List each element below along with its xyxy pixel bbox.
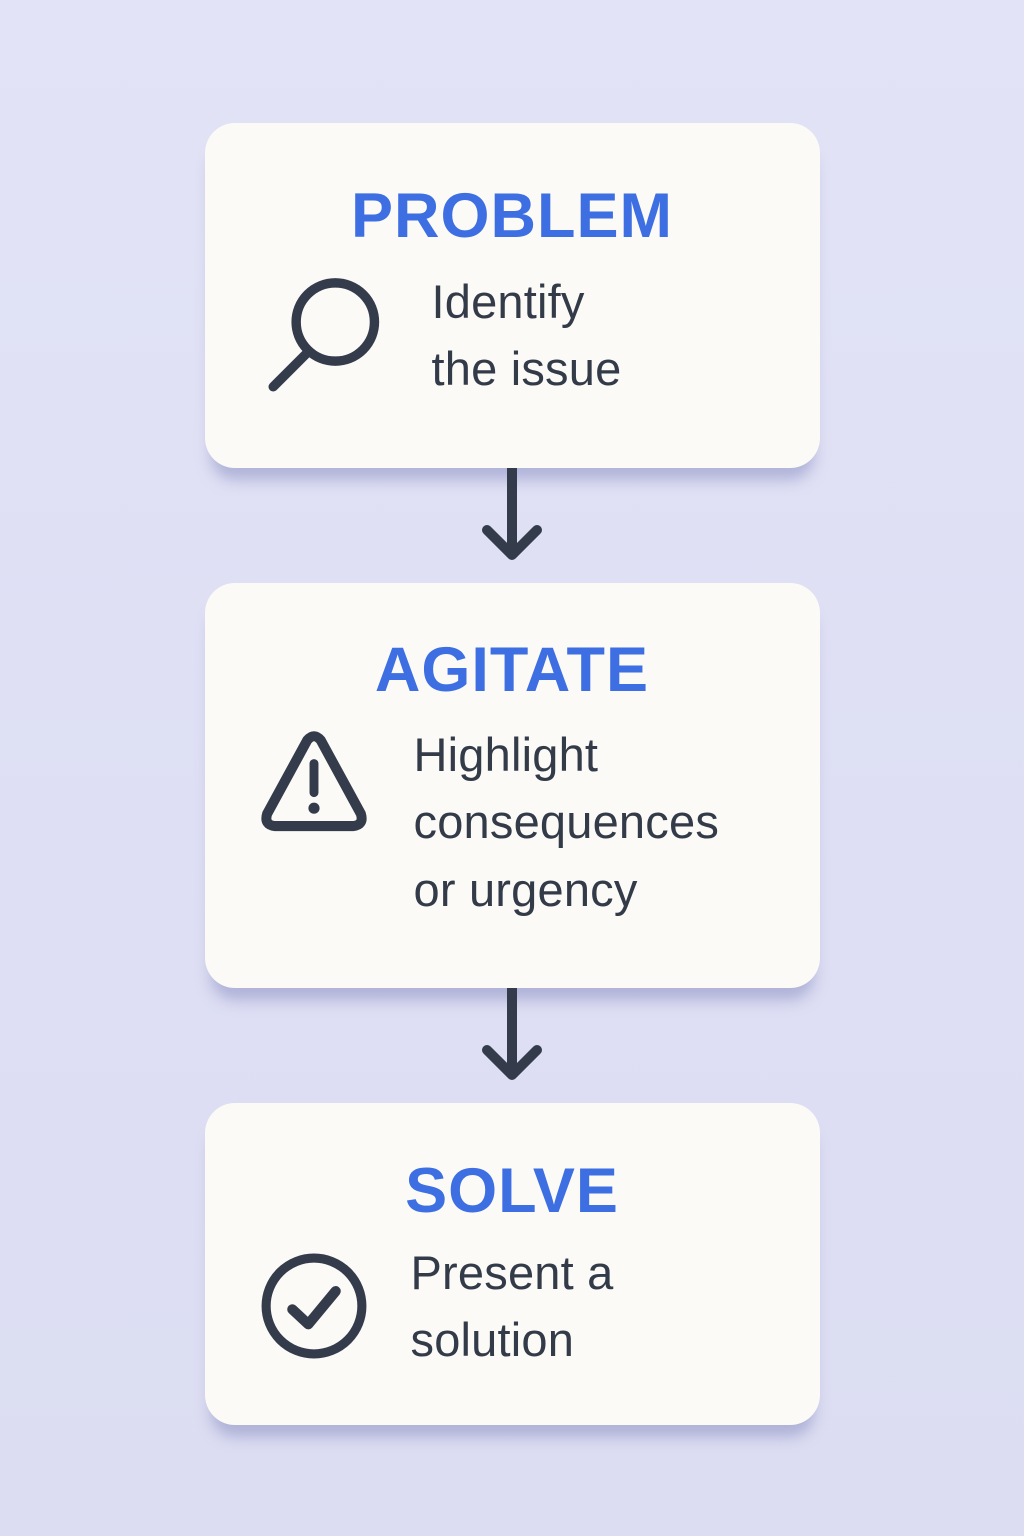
step-description-problem: Identify the issue — [431, 274, 622, 396]
step-body-problem: Identify the issue — [205, 268, 820, 403]
step-description-solve: Present a solution — [410, 1245, 614, 1367]
warning-triangle-icon — [257, 727, 372, 837]
down-arrow-icon — [480, 468, 544, 583]
step-title-solve: SOLVE — [405, 1156, 619, 1226]
step-description-agitate: Highlight consequences or urgency — [413, 727, 720, 916]
step-card-problem: PROBLEM Identify the issue — [204, 123, 820, 468]
step-title-problem: PROBLEM — [351, 181, 673, 251]
step-body-solve: Present a solution — [205, 1239, 820, 1374]
step-body-agitate: Highlight consequences or urgency — [205, 721, 820, 924]
check-circle-icon — [257, 1249, 371, 1363]
step-title-agitate: AGITATE — [374, 635, 650, 705]
step-card-agitate: AGITATE Highlight consequences or urgenc… — [204, 583, 820, 988]
down-arrow-icon — [480, 988, 544, 1103]
step-card-solve: SOLVE Present a solution — [204, 1103, 820, 1425]
magnifier-icon — [257, 268, 392, 403]
